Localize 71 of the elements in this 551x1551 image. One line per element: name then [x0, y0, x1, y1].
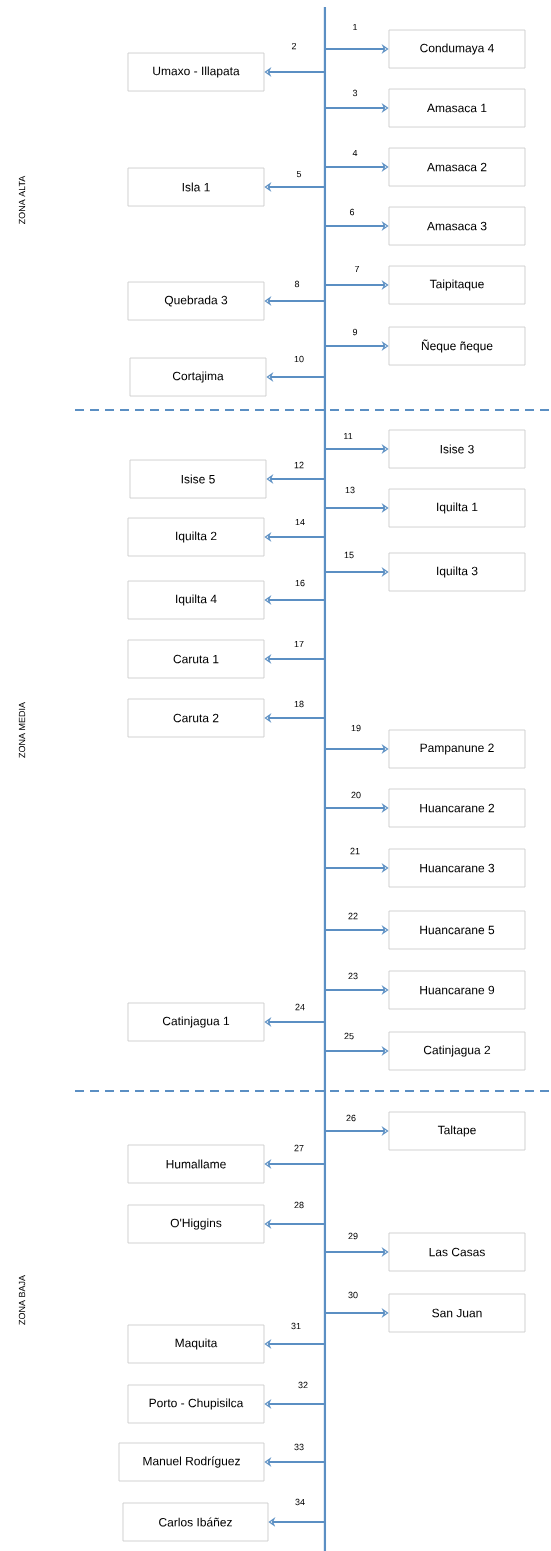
edge-label: 32	[297, 1380, 309, 1390]
place-box: Cortajima	[129, 357, 267, 397]
edge-label: 13	[344, 485, 356, 495]
edge-label: 2	[290, 41, 298, 51]
place-box: Ñeque ñeque	[388, 326, 526, 366]
place-box: Manuel Rodríguez	[118, 1442, 265, 1482]
edge-label: 4	[351, 148, 359, 158]
edge-label: 30	[347, 1290, 359, 1300]
edge-label: 7	[353, 264, 361, 274]
edge-label: 21	[349, 846, 361, 856]
edge-label: 31	[290, 1321, 302, 1331]
place-box: Porto - Chupisilca	[127, 1384, 265, 1424]
edge-label: 1	[351, 22, 359, 32]
edge-label: 18	[293, 699, 305, 709]
place-box: Isise 3	[388, 429, 526, 469]
zone-label: ZONA BAJA	[18, 1275, 26, 1325]
edge-label: 22	[347, 911, 359, 921]
place-box: Isise 5	[129, 459, 267, 499]
place-box: Catinjagua 1	[127, 1002, 265, 1042]
edge-label: 27	[293, 1143, 305, 1153]
edge-label: 15	[343, 550, 355, 560]
place-box: Iquilta 1	[388, 488, 526, 528]
edge-label: 26	[345, 1113, 357, 1123]
edge-label: 3	[351, 88, 359, 98]
place-box: Taltape	[388, 1111, 526, 1151]
edge-label: 24	[294, 1002, 306, 1012]
place-box: O'Higgins	[127, 1204, 265, 1244]
edge-label: 14	[294, 517, 306, 527]
edge-label: 11	[342, 431, 354, 441]
edge-label: 29	[347, 1231, 359, 1241]
edge-label: 16	[294, 578, 306, 588]
edge-label: 12	[293, 460, 305, 470]
place-box: Taipitaque	[388, 265, 526, 305]
place-box: Amasaca 2	[388, 147, 526, 187]
edge-label: 17	[293, 639, 305, 649]
place-box: Maquita	[127, 1324, 265, 1364]
place-box: Amasaca 1	[388, 88, 526, 128]
place-box: Huancarane 3	[388, 848, 526, 888]
place-box: Huancarane 9	[388, 970, 526, 1010]
edge-label: 9	[351, 327, 359, 337]
edge-label: 28	[293, 1200, 305, 1210]
place-box: Caruta 1	[127, 639, 265, 679]
place-box: Umaxo - Illapata	[127, 52, 265, 92]
place-box: Pampanune 2	[388, 729, 526, 769]
place-box: Amasaca 3	[388, 206, 526, 246]
edge-label: 5	[295, 169, 303, 179]
place-box: Iquilta 2	[127, 517, 265, 557]
edge-label: 25	[343, 1031, 355, 1041]
edge-label: 10	[293, 354, 305, 364]
edge-label: 19	[350, 723, 362, 733]
place-box: San Juan	[388, 1293, 526, 1333]
place-box: Catinjagua 2	[388, 1031, 526, 1071]
place-box: Carlos Ibáñez	[122, 1502, 269, 1542]
place-box: Las Casas	[388, 1232, 526, 1272]
place-box: Isla 1	[127, 167, 265, 207]
place-box: Humallame	[127, 1144, 265, 1184]
edge-label: 33	[293, 1442, 305, 1452]
edge-label: 6	[348, 207, 356, 217]
edge-label: 23	[347, 971, 359, 981]
place-box: Caruta 2	[127, 698, 265, 738]
place-box: Huancarane 2	[388, 788, 526, 828]
zone-label: ZONA ALTA	[18, 175, 26, 225]
place-box: Condumaya 4	[388, 29, 526, 69]
place-box: Iquilta 3	[388, 552, 526, 592]
edge-label: 20	[350, 790, 362, 800]
edge-label: 34	[294, 1497, 306, 1507]
place-box: Quebrada 3	[127, 281, 265, 321]
edge-label: 8	[293, 279, 301, 289]
zone-label: ZONA MEDIA	[18, 702, 26, 758]
place-box: Iquilta 4	[127, 580, 265, 620]
place-box: Huancarane 5	[388, 910, 526, 950]
